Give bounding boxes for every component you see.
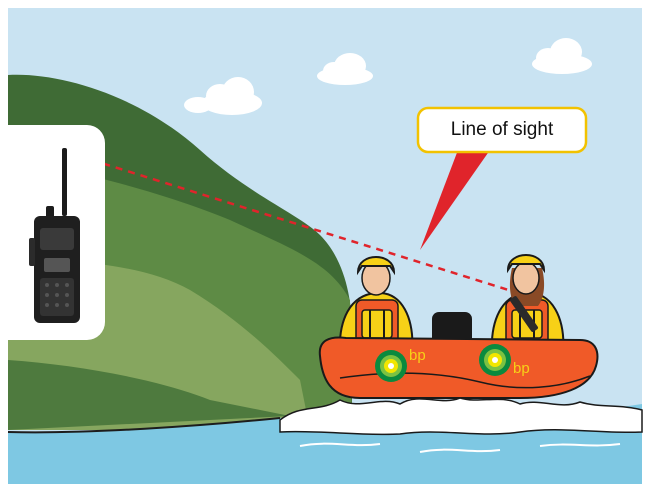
callout-box bbox=[418, 108, 586, 152]
bp-helios-logo bbox=[375, 350, 407, 382]
bp-logo-text: bp bbox=[513, 360, 530, 377]
bp-logo-text: bp bbox=[409, 347, 426, 364]
water-splash bbox=[280, 398, 642, 434]
boat-hull bbox=[320, 338, 598, 398]
bp-helios-logo bbox=[479, 344, 511, 376]
